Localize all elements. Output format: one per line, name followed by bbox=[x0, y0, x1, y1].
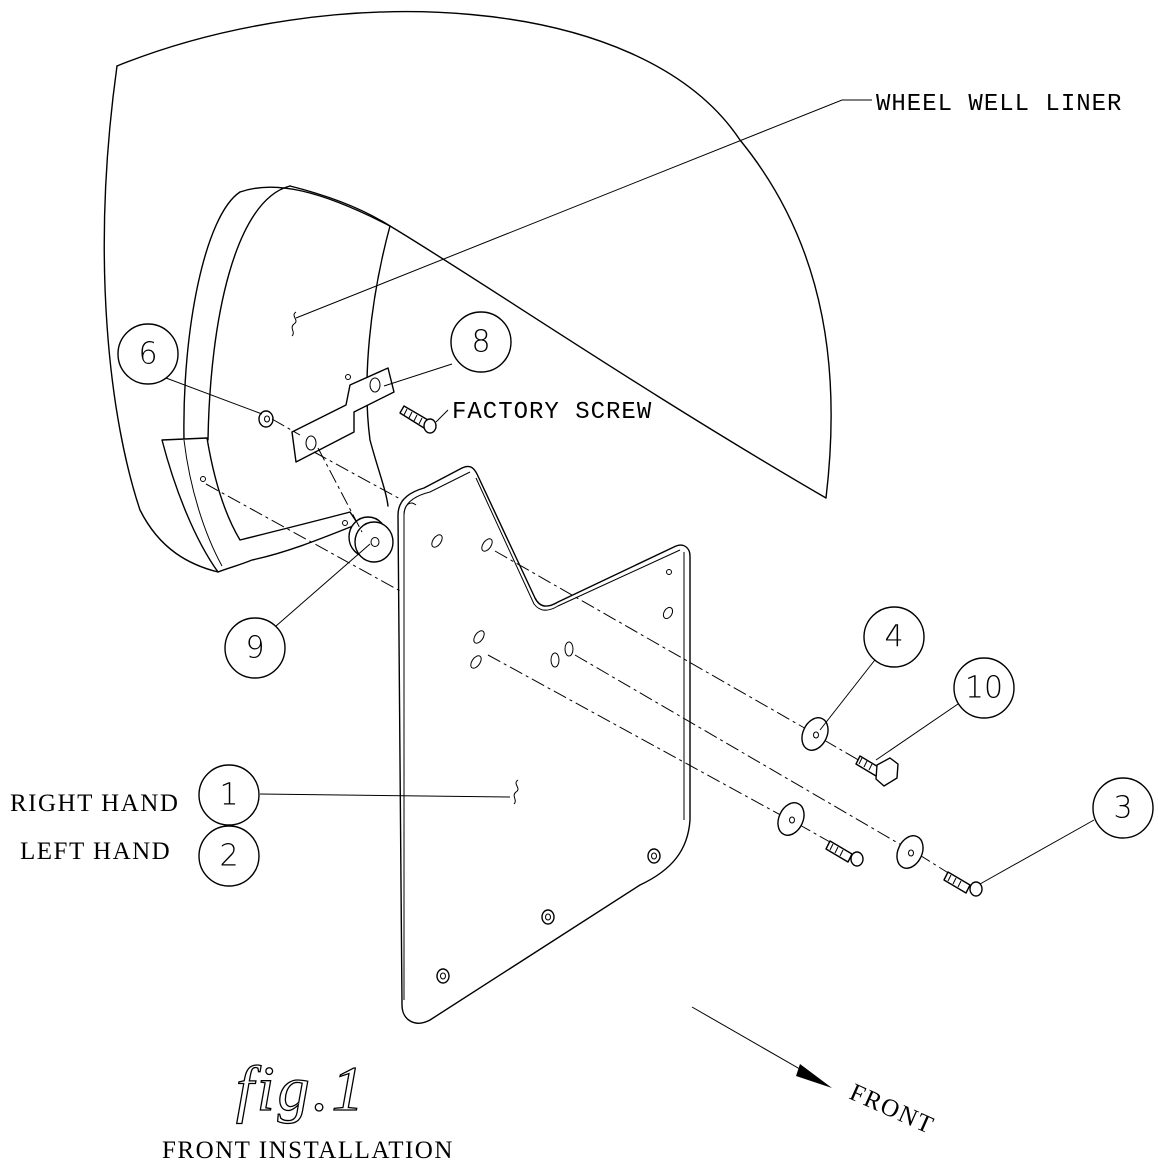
front-direction-arrow: FRONT bbox=[691, 1006, 939, 1140]
balloon-9-label: 9 bbox=[245, 631, 264, 666]
balloon-10-label: 10 bbox=[965, 671, 1003, 706]
figure-caption: FRONT INSTALLATION bbox=[162, 1137, 454, 1161]
arrowhead-icon bbox=[796, 1064, 832, 1088]
balloon-2-label: 2 bbox=[219, 839, 238, 874]
mud-flap-plate bbox=[397, 465, 691, 1024]
wheel-well-liner bbox=[103, 10, 832, 573]
leader-lines bbox=[165, 99, 1095, 885]
factory-screw-label: FACTORY SCREW bbox=[452, 399, 652, 426]
balloon-1: 1 bbox=[198, 764, 260, 826]
factory-screw bbox=[399, 405, 437, 434]
lower-hardware bbox=[777, 802, 983, 897]
front-label: FRONT bbox=[846, 1079, 939, 1140]
washer-and-bolt bbox=[801, 717, 899, 787]
balloon-6-label: 6 bbox=[138, 337, 157, 372]
balloon-9: 9 bbox=[224, 617, 286, 679]
balloon-2: 2 bbox=[198, 825, 260, 887]
wheel-well-liner-label: WHEEL WELL LINER bbox=[876, 91, 1122, 118]
balloon-3: 3 bbox=[1092, 777, 1154, 839]
balloon-8: 8 bbox=[450, 311, 512, 373]
balloon-6: 6 bbox=[117, 323, 179, 385]
balloon-4-label: 4 bbox=[884, 620, 903, 655]
balloon-1-label: 1 bbox=[219, 778, 238, 813]
balloon-4: 4 bbox=[863, 606, 925, 668]
assembly-lines bbox=[205, 418, 951, 875]
spacer bbox=[348, 516, 394, 563]
balloon-10: 10 bbox=[953, 657, 1015, 719]
right-hand-label: RIGHT HAND bbox=[10, 790, 179, 817]
balloon-3-label: 3 bbox=[1113, 791, 1132, 826]
balloon-8-label: 8 bbox=[471, 325, 490, 360]
mounting-bracket bbox=[291, 367, 395, 463]
left-hand-label: LEFT HAND bbox=[20, 838, 171, 865]
figure-number: fig.1 bbox=[236, 1053, 367, 1124]
